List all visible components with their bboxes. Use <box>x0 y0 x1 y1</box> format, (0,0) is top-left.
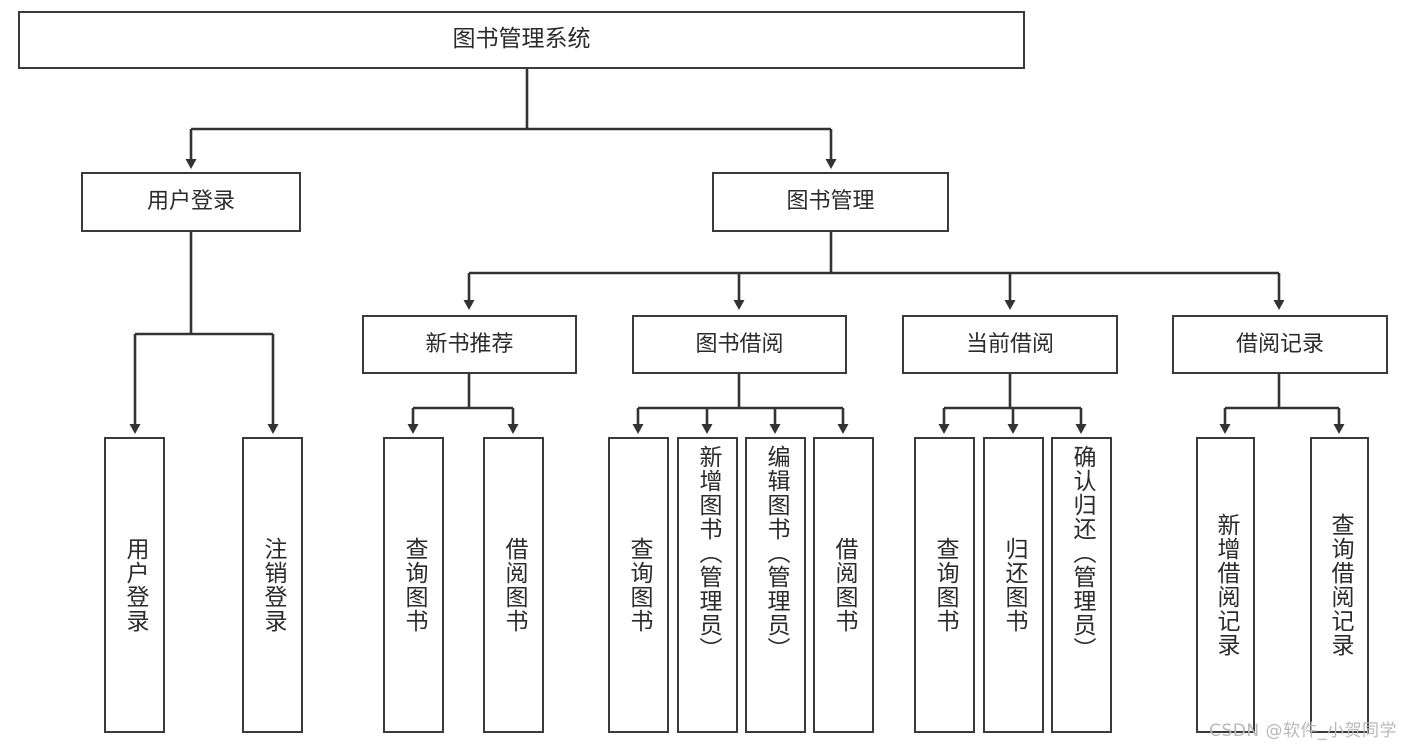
node-book-management[interactable]: 图书管理 <box>712 172 949 232</box>
node-leaf-edit-book[interactable]: 编辑图书（管理员） <box>745 437 806 733</box>
node-leaf-add-book[interactable]: 新增图书（管理员） <box>677 437 738 733</box>
node-label: 注销登录 <box>260 537 286 633</box>
node-label: 新书推荐 <box>425 331 514 357</box>
node-label: 确认归还（管理员） <box>1069 445 1095 661</box>
node-label: 图书管理 <box>786 189 875 215</box>
node-label: 借阅记录 <box>1235 331 1324 357</box>
node-label: 查询图书 <box>626 537 652 633</box>
node-leaf-confirm-return[interactable]: 确认归还（管理员） <box>1051 437 1112 733</box>
node-label: 当前借阅 <box>965 331 1054 357</box>
csdn-watermark: CSDN @软件_小贺同学 <box>1209 721 1397 741</box>
node-leaf-query-book-2[interactable]: 查询图书 <box>608 437 669 733</box>
node-leaf-add-record[interactable]: 新增借阅记录 <box>1196 437 1255 733</box>
node-book-borrow[interactable]: 图书借阅 <box>632 315 847 374</box>
node-leaf-query-record[interactable]: 查询借阅记录 <box>1310 437 1369 733</box>
node-label: 查询借阅记录 <box>1327 513 1353 657</box>
node-label: 归还图书 <box>1001 537 1027 633</box>
node-label: 查询图书 <box>932 537 958 633</box>
node-label: 用户登录 <box>146 189 235 215</box>
node-root-system[interactable]: 图书管理系统 <box>18 11 1025 69</box>
node-label: 用户登录 <box>122 537 148 633</box>
node-leaf-return-book[interactable]: 归还图书 <box>983 437 1044 733</box>
node-label: 查询图书 <box>401 537 427 633</box>
node-leaf-query-book-1[interactable]: 查询图书 <box>383 437 444 733</box>
node-leaf-user-login[interactable]: 用户登录 <box>104 437 165 733</box>
node-label: 图书管理系统 <box>452 26 591 53</box>
node-label: 新增借阅记录 <box>1213 513 1239 657</box>
node-user-login[interactable]: 用户登录 <box>81 172 301 232</box>
node-borrow-record[interactable]: 借阅记录 <box>1172 315 1388 374</box>
node-leaf-borrow-book-1[interactable]: 借阅图书 <box>483 437 544 733</box>
node-label: 新增图书（管理员） <box>695 445 721 661</box>
node-current-borrow[interactable]: 当前借阅 <box>902 315 1118 374</box>
node-label: 图书借阅 <box>695 331 784 357</box>
node-label: 借阅图书 <box>501 537 527 633</box>
node-leaf-logout[interactable]: 注销登录 <box>242 437 303 733</box>
node-label: 编辑图书（管理员） <box>763 445 789 661</box>
node-new-book-recommend[interactable]: 新书推荐 <box>362 315 577 374</box>
node-leaf-query-book-3[interactable]: 查询图书 <box>914 437 975 733</box>
node-label: 借阅图书 <box>831 537 857 633</box>
node-leaf-borrow-book-2[interactable]: 借阅图书 <box>813 437 874 733</box>
